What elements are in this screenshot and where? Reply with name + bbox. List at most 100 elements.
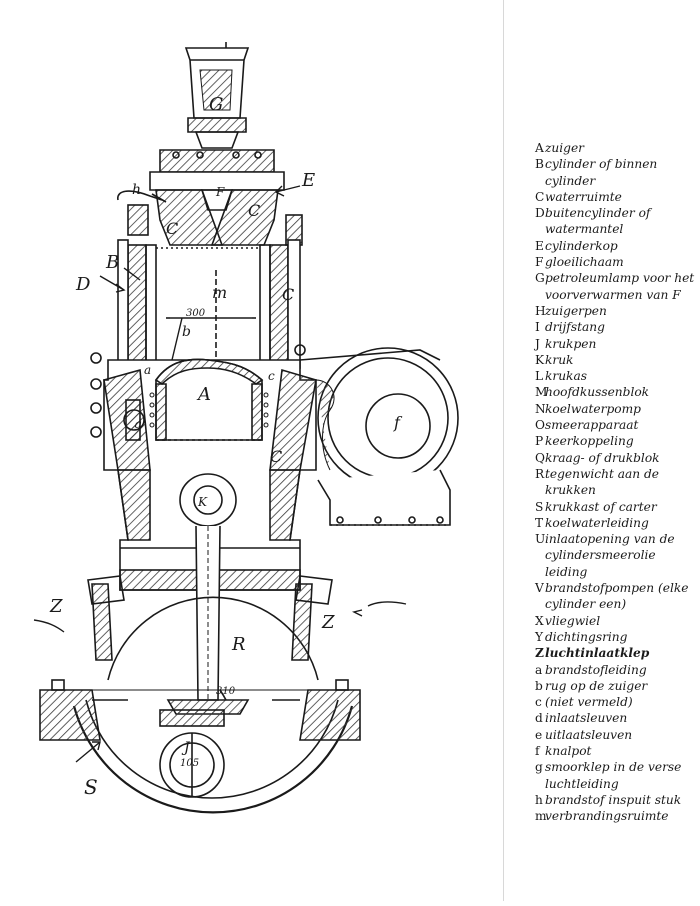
legend-key: e xyxy=(535,727,543,742)
cylinder-block xyxy=(117,239,301,371)
legend-text: smoorklep in de verse luchtleiding xyxy=(545,760,682,791)
legend-text: verbrandingsruimte xyxy=(545,809,669,824)
legend-item-f: f knalpot xyxy=(535,743,695,759)
label-z-left: Z xyxy=(49,596,63,617)
connecting-rod xyxy=(159,473,250,798)
legend-text: petroleumlamp voor het voorverwarmen van… xyxy=(545,271,695,302)
legend-key: K xyxy=(535,352,545,367)
engine-cross-section-drawing: G E F h C C B D m C 300 b a c A g f C K … xyxy=(33,42,459,814)
label-g: G xyxy=(209,94,223,115)
legend-text: uitlaatsleuven xyxy=(545,727,633,742)
label-e: E xyxy=(301,170,315,191)
legend-text: gloeilichaam xyxy=(545,255,624,270)
label-c-lower: C xyxy=(270,447,282,466)
legend-text: hoofdkussenblok xyxy=(545,385,650,400)
legend-key: b xyxy=(535,678,543,693)
label-g-small: g xyxy=(134,417,142,431)
legend-key: Q xyxy=(535,450,545,465)
label-f-silencer: f xyxy=(393,413,403,432)
legend-text: smeerapparaat xyxy=(545,418,639,433)
legend-text: rug op de zuiger xyxy=(545,678,648,693)
legend-text: kraag- of drukblok xyxy=(545,450,660,465)
legend-key: m xyxy=(535,809,547,824)
legend-key: R xyxy=(535,466,545,481)
label-b: B xyxy=(105,252,119,273)
legend-key: E xyxy=(535,238,544,253)
dimension-crank: 310 xyxy=(216,686,236,697)
dimension-pin: 105 xyxy=(180,758,199,769)
legend-key: I xyxy=(535,320,540,335)
label-b-rug: b xyxy=(182,324,191,340)
label-h: h xyxy=(132,182,141,198)
legend-text: zuiger xyxy=(545,141,585,155)
label-a: A xyxy=(196,384,211,405)
label-k: K xyxy=(197,495,208,509)
legend-text: dichtingsring xyxy=(545,629,628,644)
legend-key: L xyxy=(535,369,544,384)
label-c-left: C xyxy=(166,219,178,238)
legend-key: P xyxy=(535,434,544,449)
legend-text: drijfstang xyxy=(545,320,605,335)
legend-key: d xyxy=(535,711,543,726)
legend-text: (niet vermeld) xyxy=(545,695,633,710)
legend-text: koelwaterpomp xyxy=(545,401,641,416)
label-c-right: C xyxy=(248,201,260,220)
legend-text: inlaatsleuven xyxy=(545,711,628,726)
label-a-small: a xyxy=(144,363,151,377)
legend-key: c xyxy=(535,695,542,710)
page-divider xyxy=(503,0,504,901)
legend-key: J xyxy=(535,336,540,351)
legend-key: N xyxy=(535,401,546,416)
legend-key: Y xyxy=(535,629,544,644)
legend-text: brandstof inspuit stuk xyxy=(545,792,682,807)
legend-text: zuigerpen xyxy=(545,303,607,318)
air-inlet-valves-z xyxy=(87,575,333,661)
legend-key: f xyxy=(535,743,540,758)
legend-text: inlaatopening van de cylindersmeerolie l… xyxy=(545,532,675,579)
legend-key: F xyxy=(535,255,544,270)
legend-text: krukkast of carter xyxy=(545,499,657,514)
legend-key: D xyxy=(535,206,545,221)
legend-key: O xyxy=(535,418,545,433)
legend-key: g xyxy=(535,760,543,775)
legend-text: krukas xyxy=(545,369,587,384)
dimension-bore: 300 xyxy=(186,308,206,319)
legend-text: koelwaterleiding xyxy=(545,515,649,530)
legend-key: V xyxy=(535,581,544,596)
legend-text: tegenwicht aan de krukken xyxy=(545,466,660,498)
legend-key: h xyxy=(535,792,543,807)
label-r: R xyxy=(231,634,246,655)
legend-text: keerkoppeling xyxy=(545,434,634,449)
legend-text: knalpot xyxy=(545,743,592,758)
label-j: J xyxy=(181,740,191,756)
label-c-small: c xyxy=(268,369,275,383)
label-z-right: Z xyxy=(321,612,335,633)
legend-key: a xyxy=(535,662,543,677)
legend-key: C xyxy=(535,189,545,204)
legend-key: H xyxy=(535,303,546,318)
